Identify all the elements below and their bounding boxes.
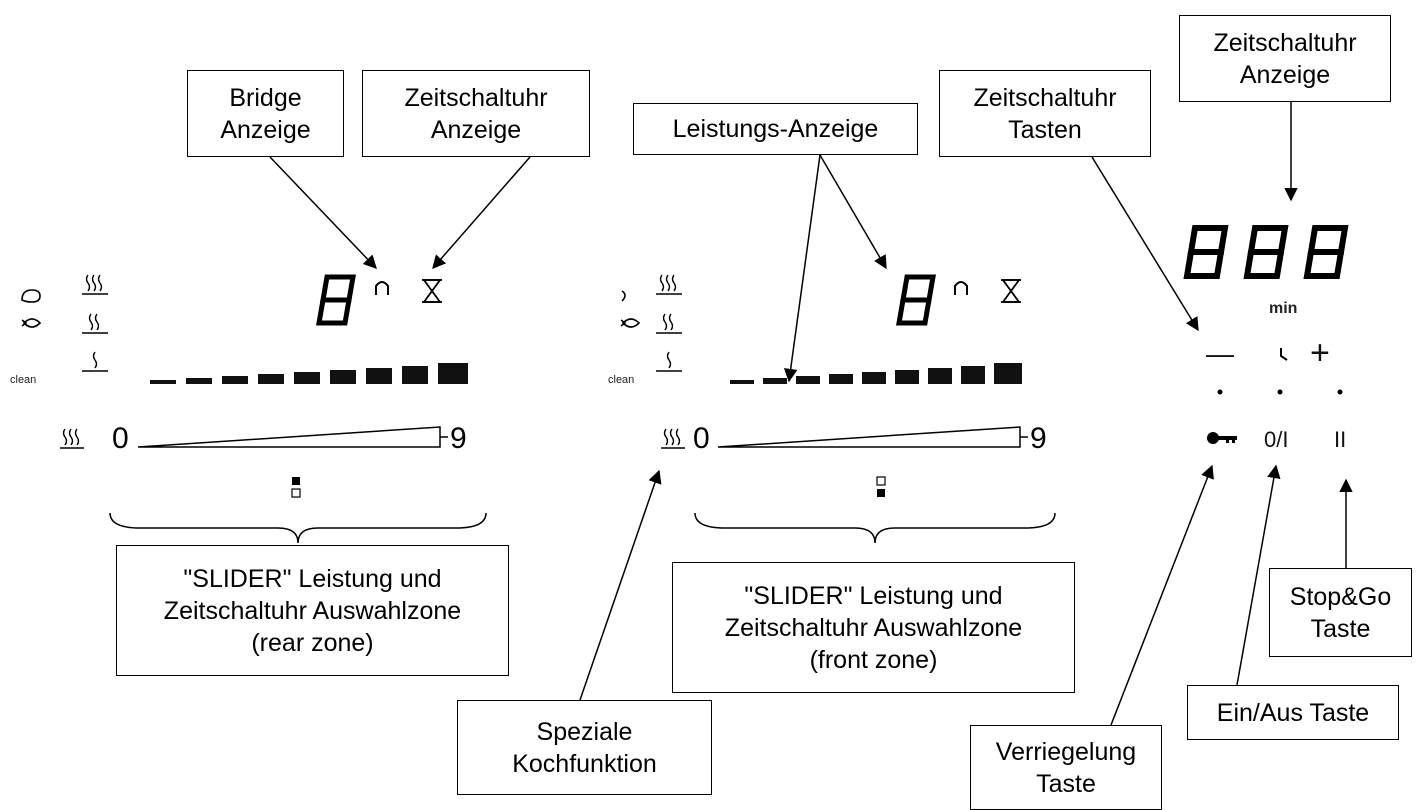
callout-text: Ein/Aus Taste [1216, 698, 1370, 727]
fish-icon [620, 318, 641, 328]
steak-icon [21, 289, 41, 303]
zone-selector-front-icon [876, 476, 886, 497]
bridge-icon [954, 281, 968, 295]
callout-text: Anzeige [220, 115, 311, 144]
slider-min-rear[interactable]: 0 [112, 422, 129, 455]
key-icon [1207, 432, 1237, 444]
callout-text: Tasten [1008, 115, 1082, 144]
seven-segment-digit-icon [896, 274, 936, 326]
callout-text: Kochfunktion [512, 749, 657, 778]
callout-zeitschaltuhr-tasten: Zeitschaltuhr Tasten [939, 70, 1151, 157]
steak-icon [621, 290, 626, 302]
arrow-bridge [269, 156, 377, 269]
hourglass-icon [422, 279, 442, 303]
arrow-timer-rear [432, 156, 531, 270]
seven-segment-digit-icon [1183, 225, 1229, 279]
callout-leistungs-anzeige: Leistungs-Anzeige [633, 103, 918, 155]
arrow-onoff [1236, 464, 1281, 686]
slider-wedge-front [717, 426, 1028, 448]
power-bars-rear [150, 363, 468, 384]
fish-icon [21, 318, 42, 328]
arrow-power-1 [783, 154, 821, 383]
heat-waves-icon [656, 274, 685, 449]
on-off-button[interactable]: 0/I [1264, 427, 1289, 452]
arrow-lock [1110, 464, 1214, 726]
slider-min-front[interactable]: 0 [693, 422, 710, 455]
callout-text: Stop&Go [1289, 582, 1392, 611]
zone-selector-rear-icon [291, 477, 301, 498]
callout-ein-aus-taste: Ein/Aus Taste [1187, 685, 1399, 740]
callout-verriegelung-taste: Verriegelung Taste [970, 725, 1162, 810]
slider-wedge-rear [137, 426, 448, 448]
callout-text: Speziale [536, 717, 633, 746]
timer-plus-button[interactable]: + [1310, 334, 1330, 372]
bridge-icon [375, 281, 389, 295]
arrow-power-2 [819, 154, 887, 270]
callout-text: Anzeige [1239, 60, 1331, 89]
slider-max-front[interactable]: 9 [1030, 422, 1047, 455]
callout-text: Taste [1036, 769, 1096, 798]
callout-text: Zeitschaltuhr Auswahlzone [724, 613, 1023, 642]
indicator-dot [1217, 389, 1223, 395]
timer-minus-button[interactable]: — [1206, 338, 1234, 369]
stop-go-button[interactable]: II [1334, 427, 1347, 452]
clock-icon [1280, 348, 1288, 361]
callout-bridge-anzeige: Bridge Anzeige [187, 70, 344, 157]
clean-label-rear: clean [10, 374, 37, 386]
callout-zeitschaltuhr-anzeige-right: Zeitschaltuhr Anzeige [1179, 15, 1391, 102]
slider-max-rear[interactable]: 9 [450, 422, 467, 455]
callout-text: (front zone) [809, 645, 938, 674]
callout-text: Zeitschaltuhr [404, 83, 548, 112]
brace-front [694, 512, 1056, 544]
indicator-dot [1337, 389, 1343, 395]
callout-slider-rear: "SLIDER" Leistung und Zeitschaltuhr Ausw… [116, 545, 509, 676]
arrow-timer-keys [1091, 156, 1199, 332]
timer-unit-label: min [1269, 300, 1298, 317]
clean-label-front: clean [608, 374, 635, 386]
hourglass-icon [1001, 279, 1021, 303]
brace-rear [109, 512, 487, 544]
callout-text: (rear zone) [251, 628, 374, 657]
power-bars-front [730, 363, 1022, 384]
callout-text: Anzeige [430, 115, 522, 144]
callout-text: Leistungs-Anzeige [672, 115, 879, 143]
callout-text: Taste [1310, 614, 1371, 643]
callout-zeitschaltuhr-anzeige-rear: Zeitschaltuhr Anzeige [362, 70, 590, 157]
seven-segment-digit-icon [1303, 225, 1349, 279]
callout-stop-go-taste: Stop&Go Taste [1269, 568, 1412, 657]
callout-text: Bridge [229, 83, 302, 112]
indicator-dot [1277, 389, 1283, 395]
seven-segment-digit-icon [316, 274, 356, 326]
callout-text: "SLIDER" Leistung und [744, 581, 1003, 610]
callout-text: Verriegelung [995, 737, 1137, 766]
callout-text: Zeitschaltuhr [973, 83, 1117, 112]
callout-speziale-kochfunktion: Speziale Kochfunktion [457, 700, 712, 795]
callout-text: Zeitschaltuhr Auswahlzone [163, 596, 462, 625]
heat-waves-icon [60, 274, 108, 449]
callout-slider-front: "SLIDER" Leistung und Zeitschaltuhr Ausw… [672, 562, 1075, 693]
callout-text: "SLIDER" Leistung und [183, 564, 442, 593]
callout-text: Zeitschaltuhr [1213, 28, 1357, 57]
arrow-special [579, 469, 662, 701]
seven-segment-digit-icon [1243, 225, 1289, 279]
